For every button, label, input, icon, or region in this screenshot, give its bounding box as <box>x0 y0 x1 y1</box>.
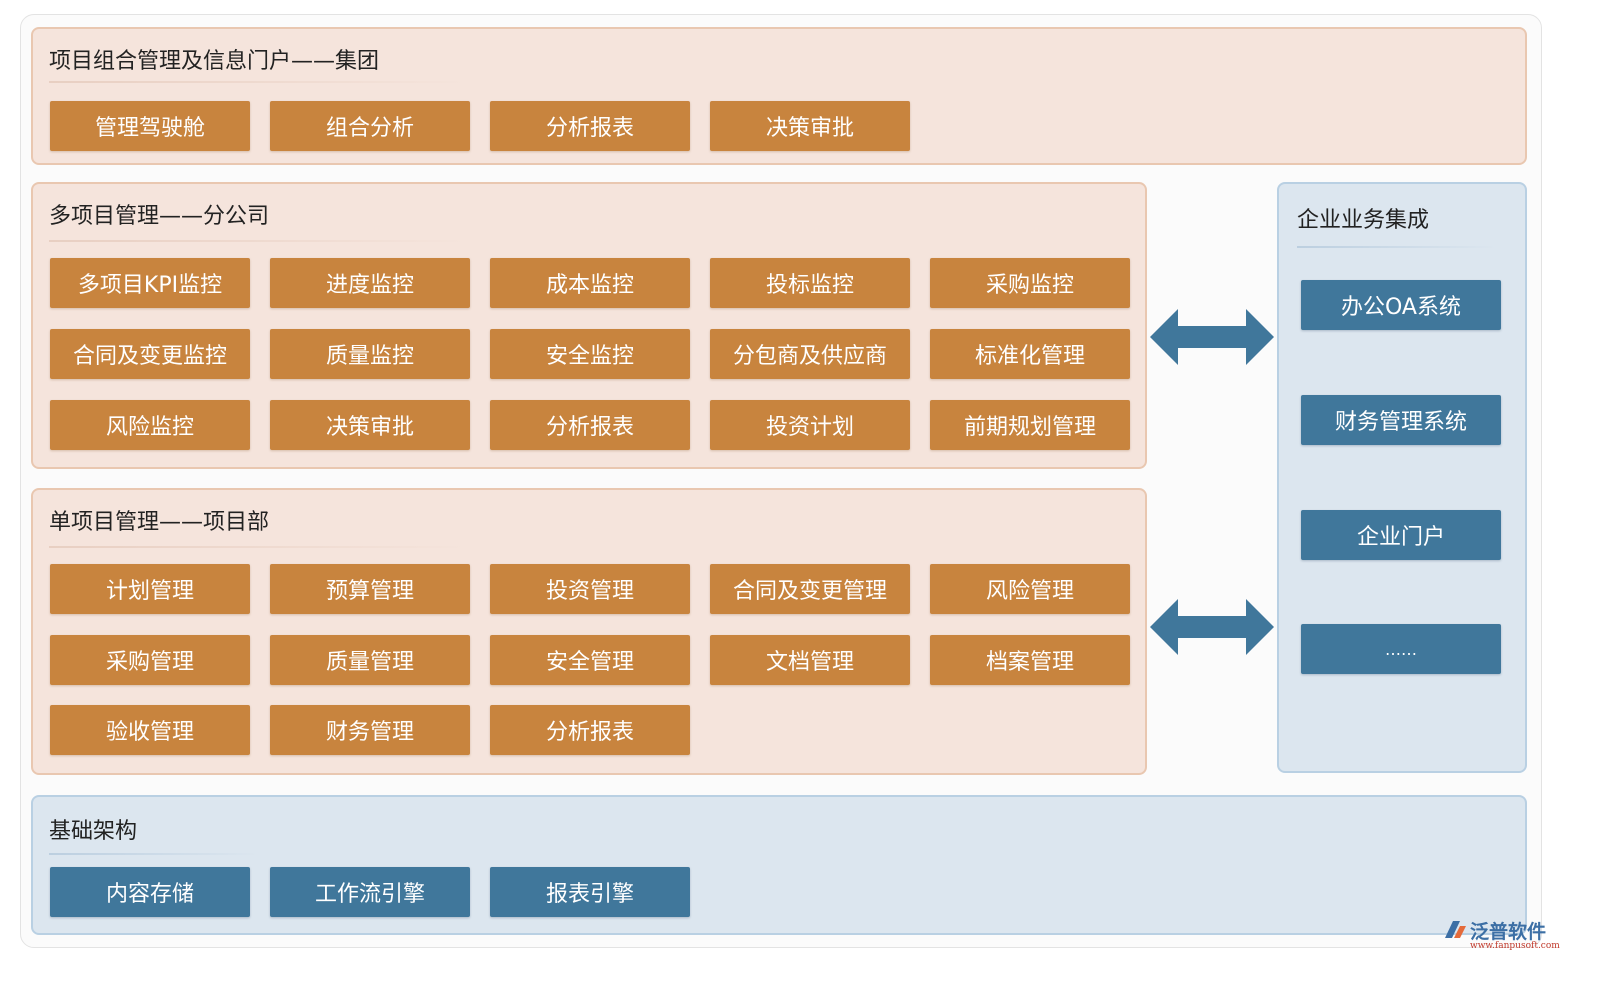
single-project-button[interactable]: 投资管理 <box>490 564 690 614</box>
logo-url: www.fanpusoft.com <box>1470 941 1560 951</box>
infrastructure-panel-title: 基础架构 <box>49 819 138 844</box>
group-panel: 项目组合管理及信息门户——集团 管理驾驶舱 组合分析 分析报表 决策审批 <box>31 27 1527 165</box>
single-project-button[interactable]: 档案管理 <box>930 635 1130 685</box>
logo-name: 泛普软件 <box>1470 921 1547 943</box>
group-button[interactable]: 决策审批 <box>710 101 910 151</box>
double-arrow-icon <box>1150 309 1274 365</box>
multi-project-button[interactable]: 标准化管理 <box>930 329 1130 379</box>
double-arrow-icon <box>1150 599 1274 655</box>
multi-project-button[interactable]: 合同及变更监控 <box>50 329 250 379</box>
group-button[interactable]: 管理驾驶舱 <box>50 101 250 151</box>
infrastructure-button[interactable]: 工作流引擎 <box>270 867 470 917</box>
multi-project-button[interactable]: 进度监控 <box>270 258 470 308</box>
multi-project-panel: 多项目管理——分公司 多项目KPI监控 进度监控 成本监控 投标监控 采购监控 … <box>31 182 1147 469</box>
multi-project-button[interactable]: 分析报表 <box>490 400 690 450</box>
integration-button[interactable]: 财务管理系统 <box>1301 395 1501 445</box>
multi-project-button[interactable]: 前期规划管理 <box>930 400 1130 450</box>
single-project-button[interactable]: 验收管理 <box>50 705 250 755</box>
single-project-button[interactable]: 分析报表 <box>490 705 690 755</box>
single-project-panel: 单项目管理——项目部 计划管理 预算管理 投资管理 合同及变更管理 风险管理 采… <box>31 488 1147 775</box>
single-project-button[interactable]: 文档管理 <box>710 635 910 685</box>
fanpu-logo-icon <box>1445 921 1466 938</box>
single-title-underline <box>49 546 469 548</box>
multi-project-panel-title: 多项目管理——分公司 <box>49 204 270 229</box>
integration-button[interactable]: 办公OA系统 <box>1301 280 1501 330</box>
infra-title-underline <box>49 853 259 855</box>
single-project-button[interactable]: 合同及变更管理 <box>710 564 910 614</box>
integration-button[interactable]: 企业门户 <box>1301 510 1501 560</box>
group-panel-title: 项目组合管理及信息门户——集团 <box>49 49 380 74</box>
infrastructure-panel: 基础架构 内容存储 工作流引擎 报表引擎 <box>31 795 1527 935</box>
group-title-underline <box>49 81 469 83</box>
multi-title-underline <box>49 240 469 242</box>
group-button[interactable]: 组合分析 <box>270 101 470 151</box>
infrastructure-button[interactable]: 报表引擎 <box>490 867 690 917</box>
multi-project-button[interactable]: 决策审批 <box>270 400 470 450</box>
integration-panel: 企业业务集成 办公OA系统 财务管理系统 企业门户 …… <box>1277 182 1527 773</box>
multi-project-button[interactable]: 风险监控 <box>50 400 250 450</box>
single-project-button[interactable]: 安全管理 <box>490 635 690 685</box>
integration-button[interactable]: …… <box>1301 624 1501 674</box>
multi-project-button[interactable]: 质量监控 <box>270 329 470 379</box>
infrastructure-button[interactable]: 内容存储 <box>50 867 250 917</box>
multi-project-button[interactable]: 投资计划 <box>710 400 910 450</box>
single-project-button[interactable]: 预算管理 <box>270 564 470 614</box>
multi-project-button[interactable]: 采购监控 <box>930 258 1130 308</box>
multi-project-button[interactable]: 安全监控 <box>490 329 690 379</box>
single-project-button[interactable]: 财务管理 <box>270 705 470 755</box>
single-project-panel-title: 单项目管理——项目部 <box>49 510 270 535</box>
multi-project-button[interactable]: 多项目KPI监控 <box>50 258 250 308</box>
multi-project-button[interactable]: 投标监控 <box>710 258 910 308</box>
group-button[interactable]: 分析报表 <box>490 101 690 151</box>
multi-project-button[interactable]: 分包商及供应商 <box>710 329 910 379</box>
multi-project-button[interactable]: 成本监控 <box>490 258 690 308</box>
integration-panel-title: 企业业务集成 <box>1297 208 1430 233</box>
single-project-button[interactable]: 采购管理 <box>50 635 250 685</box>
integration-title-underline <box>1297 246 1497 248</box>
single-project-button[interactable]: 质量管理 <box>270 635 470 685</box>
single-project-button[interactable]: 计划管理 <box>50 564 250 614</box>
single-project-button[interactable]: 风险管理 <box>930 564 1130 614</box>
